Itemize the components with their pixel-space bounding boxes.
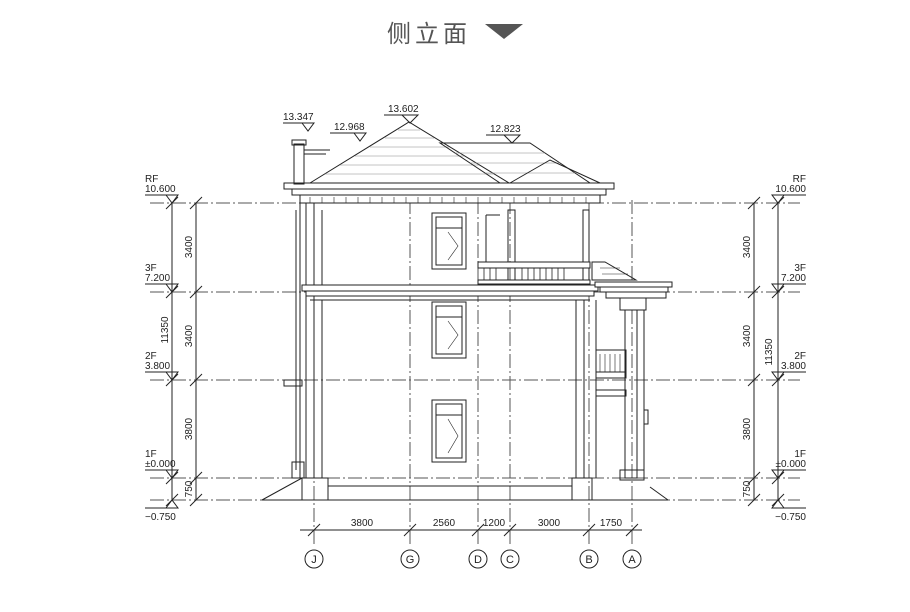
roof-elev-2: 12.968: [334, 122, 365, 133]
left-dim-2f-1f: 3800: [184, 417, 195, 440]
axis-bubbles: [304, 549, 642, 569]
bottom-dim-g-d: 2560: [433, 518, 456, 529]
level-lines: [150, 202, 800, 501]
windows: [431, 212, 467, 463]
building-body: [261, 202, 669, 501]
right-dim-1f-ground: 750: [742, 480, 753, 497]
roof-elevation-markers: [283, 114, 522, 144]
right-dim-2f-1f: 3800: [742, 417, 753, 440]
right-level-3f-elev: 7.200: [781, 273, 806, 284]
left-level-3f-name: 3F: [145, 263, 157, 274]
axis-label-a: A: [628, 554, 636, 566]
triangle-down-icon: [485, 24, 523, 39]
left-dim-total: 11350: [160, 316, 171, 344]
axis-label-d: D: [474, 554, 482, 566]
title-text: 侧立面: [387, 20, 471, 48]
right-dim-3f-2f: 3400: [742, 324, 753, 347]
left-level-2f-elev: 3.800: [145, 361, 170, 372]
right-dim-total: 11350: [764, 338, 775, 366]
bottom-dim-d-c: 1200: [483, 518, 506, 529]
left-dim-1f-ground: 750: [184, 480, 195, 497]
roof-elev-3: 13.602: [388, 104, 419, 115]
left-level-ground-elev: −0.750: [145, 512, 176, 523]
axis-bubble-a: [622, 549, 642, 569]
right-level-2f-name: 2F: [794, 351, 806, 362]
bottom-dim-c-b: 3000: [538, 518, 561, 529]
right-level-ground-elev: −0.750: [775, 512, 806, 523]
right-annex: [591, 261, 673, 481]
right-level-2f-elev: 3.800: [781, 361, 806, 372]
drawing-title: 侧立面: [0, 14, 910, 49]
right-dimension-chain: [747, 194, 806, 509]
left-level-rf-name: RF: [145, 174, 158, 185]
roof-elev-4: 12.823: [490, 124, 521, 135]
left-level-1f-elev: ±0.000: [145, 459, 176, 470]
axis-bubble-d: [468, 549, 488, 569]
left-level-2f-name: 2F: [145, 351, 157, 362]
axis-bubble-j: [304, 549, 324, 569]
roof-elev-1: 13.347: [283, 112, 314, 123]
left-level-3f-elev: 7.200: [145, 273, 170, 284]
left-level-rf-elev: 10.600: [145, 184, 176, 195]
left-level-1f-name: 1F: [145, 449, 157, 460]
axis-label-j: J: [311, 554, 317, 566]
right-level-rf-name: RF: [793, 174, 806, 185]
axis-bubble-c: [500, 549, 520, 569]
right-level-1f-elev: ±0.000: [775, 459, 806, 470]
axis-label-b: B: [585, 554, 592, 566]
bottom-dimension-chain: [300, 523, 642, 537]
right-level-3f-name: 3F: [794, 263, 806, 274]
axis-label-c: C: [506, 554, 514, 566]
drawing-labels: 13.347 12.968 13.602 12.823 RF 10.600 3F…: [145, 104, 806, 566]
axis-label-g: G: [406, 554, 415, 566]
axis-bubble-g: [400, 549, 420, 569]
left-dim-3f-2f: 3400: [184, 324, 195, 347]
main-roof: [283, 121, 615, 204]
axis-bubble-b: [579, 549, 599, 569]
right-level-1f-name: 1F: [794, 449, 806, 460]
bottom-dim-j-g: 3800: [351, 518, 374, 529]
left-dimension-chain: [145, 194, 203, 509]
right-level-rf-elev: 10.600: [775, 184, 806, 195]
bottom-dim-b-a: 1750: [600, 518, 623, 529]
left-dim-rf-3f: 3400: [184, 235, 195, 258]
right-dim-rf-3f: 3400: [742, 235, 753, 258]
